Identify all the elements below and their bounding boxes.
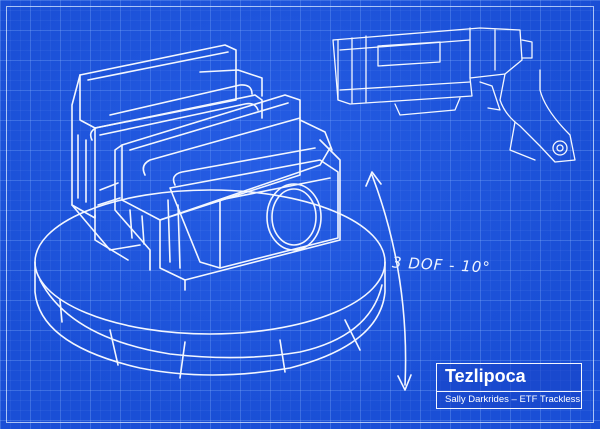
rear-seat: [71, 44, 263, 251]
sheet-border: [6, 6, 594, 423]
front-shield: [169, 147, 339, 269]
rotation-arrow: [365, 171, 412, 391]
title-divider: [437, 391, 581, 392]
turntable-base: [34, 189, 386, 379]
project-subtitle: Sally Darkrides – ETF Trackless: [445, 394, 581, 405]
project-title: Tezlipoca: [445, 366, 526, 386]
front-seat: [94, 94, 341, 291]
blaster-illustration: [332, 27, 576, 163]
title-block: Tezlipoca Sally Darkrides – ETF Trackles…: [436, 363, 582, 409]
